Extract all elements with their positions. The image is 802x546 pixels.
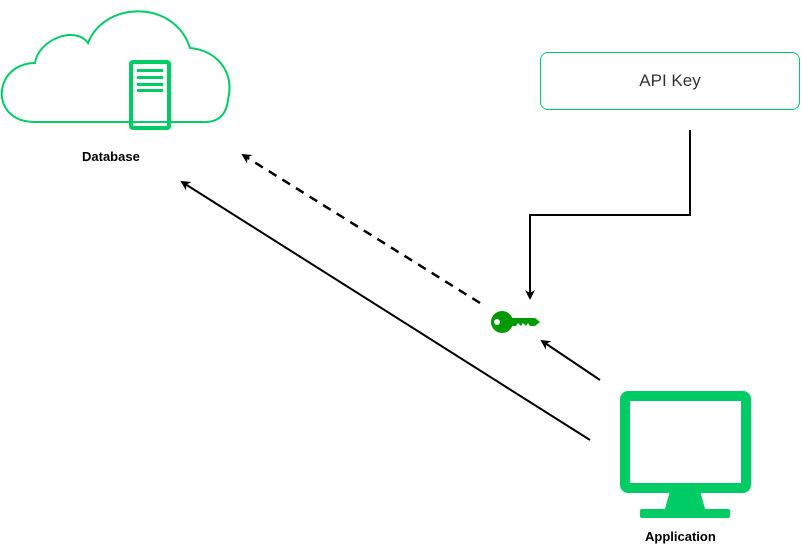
api-key-box: API Key bbox=[540, 52, 800, 110]
application-to-database-arrow bbox=[180, 180, 591, 441]
key-to-database-dashed-arrow bbox=[241, 153, 481, 305]
database-label: Database bbox=[82, 149, 140, 164]
api-key-to-key-connector bbox=[525, 130, 691, 300]
api-key-label: API Key bbox=[639, 71, 701, 90]
cloud-icon bbox=[0, 10, 231, 124]
server-icon bbox=[129, 60, 171, 130]
key-icon bbox=[491, 311, 540, 333]
application-to-key-arrow bbox=[540, 339, 601, 381]
application-label: Application bbox=[645, 529, 716, 544]
monitor-icon bbox=[620, 391, 751, 518]
